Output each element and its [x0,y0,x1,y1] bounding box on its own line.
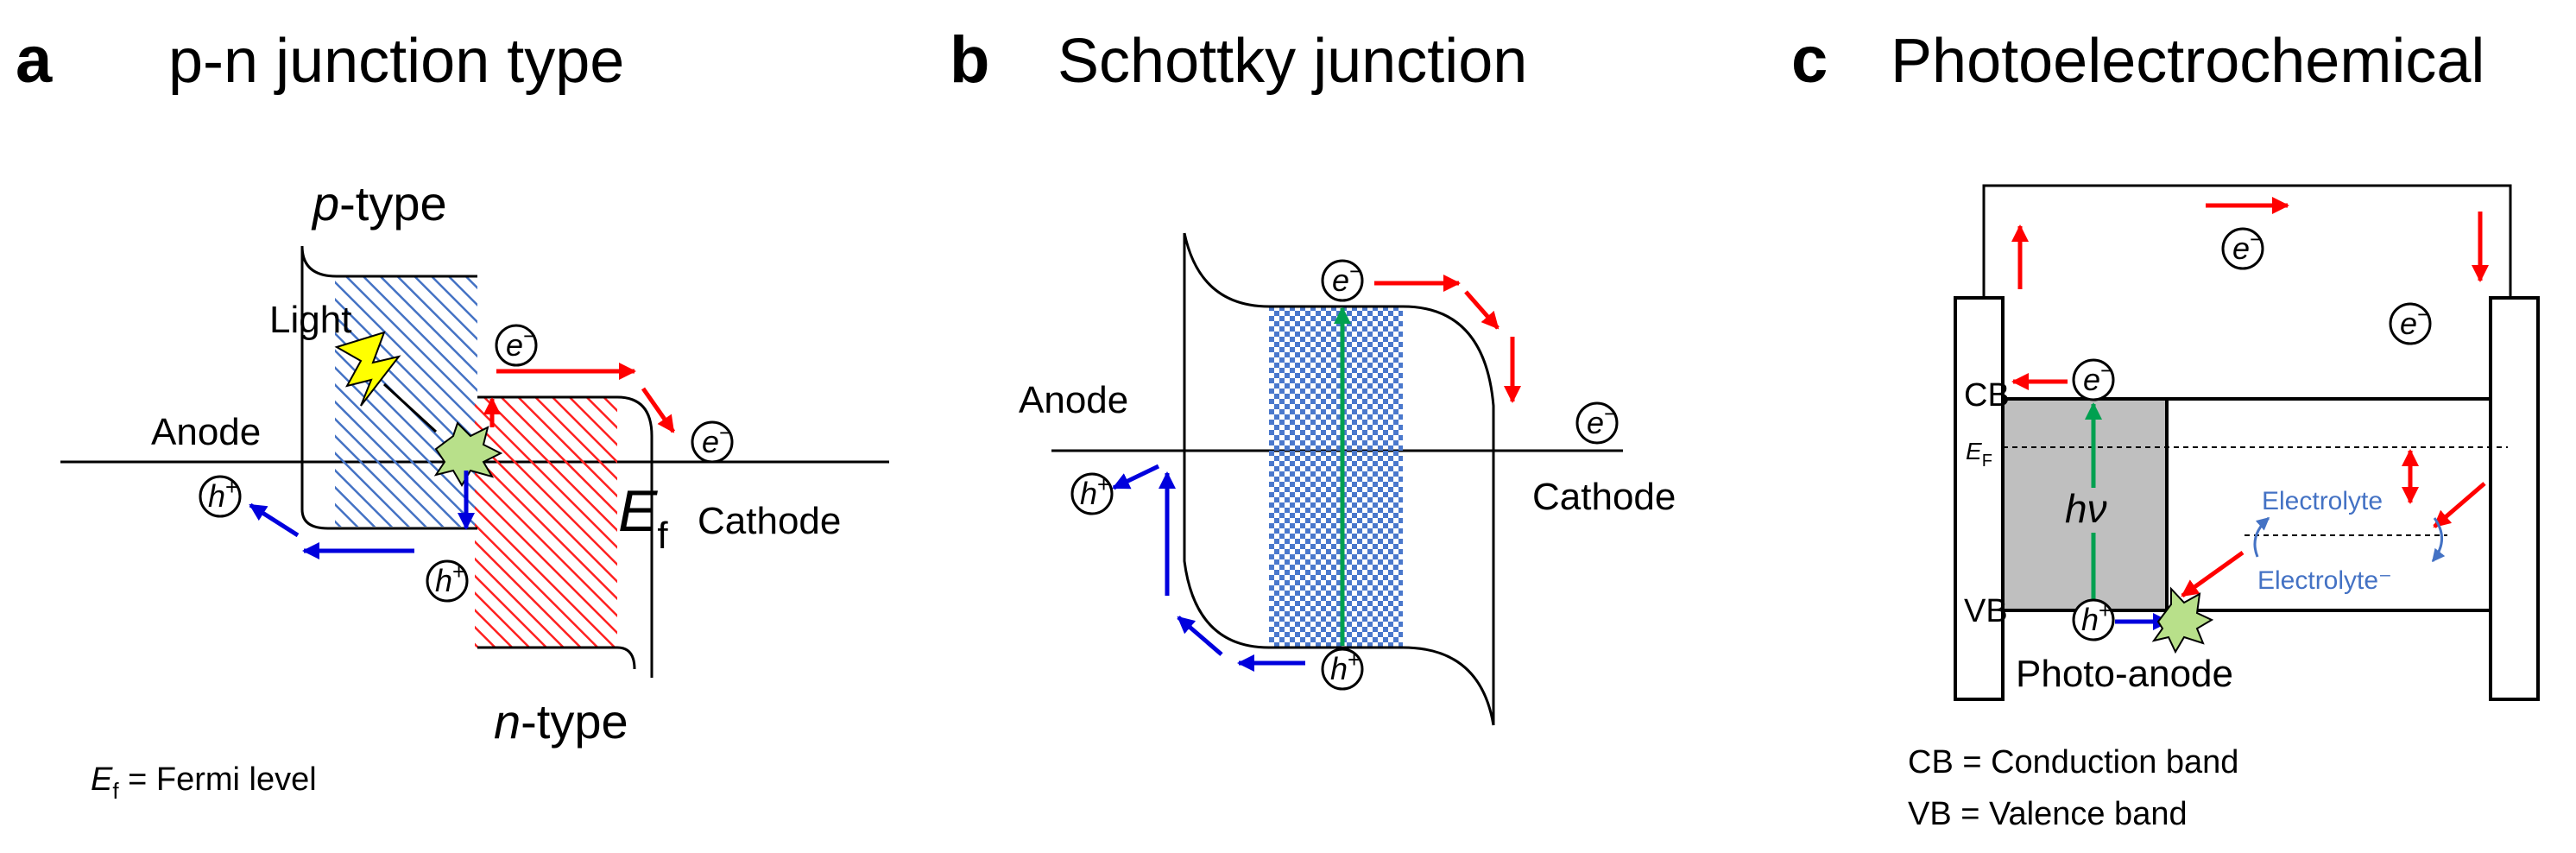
electrolyte-oxidation-arrow [2253,516,2270,558]
hole-symbol: h+ [2072,597,2115,641]
electron-symbol: e− [2072,357,2115,401]
svg-text:e−: e− [1332,258,1362,298]
panel-c-letter: c [1791,23,1828,97]
photo-anode-label: Photo-anode [2016,653,2233,695]
panel-b-letter: b [950,23,989,97]
n-band-top [477,395,653,678]
electrolyte-electron-arrow [2181,550,2245,598]
p-type-region [335,276,477,527]
spark-icon [433,421,503,487]
electron-symbol: e− [1321,258,1364,302]
hv-label: hν [2065,486,2107,531]
electron-arrow-to-electrolyte [2433,482,2486,528]
external-circuit-wire [1982,184,2512,298]
hole-arrow-diagonal [1177,616,1223,656]
electrolyte-label: Electrolyte [2262,487,2383,515]
svg-text:e−: e− [2083,357,2113,397]
vb-note: VB = Valence band [1908,796,2188,832]
n-type-region [475,397,617,648]
hole-symbol: h+ [1321,647,1364,691]
anode-label-a: Anode [151,411,261,453]
light-label: Light [269,299,351,341]
p-band-top [300,245,477,278]
panel-b: b Schottky junction e− e− h+ [950,23,1676,726]
cathode-electrode [2489,296,2540,701]
svg-text:e−: e− [506,323,536,363]
hole-symbol: h+ [1070,471,1114,515]
hole-arrow-up-left [249,502,300,538]
hole-symbol: h+ [426,559,469,603]
electron-symbol: e− [1575,401,1619,445]
schottky-valence-band [1183,233,1495,726]
panel-c: c Photoelectrochemical CB VB EF hν e− e− [1791,23,2540,832]
spark-icon [2151,586,2214,654]
svg-text:h+: h+ [208,474,238,514]
schottky-conduction-band [1183,232,1495,725]
hole-symbol: h+ [199,474,242,518]
anode-label-b: Anode [1019,379,1128,421]
svg-text:e−: e− [702,420,732,459]
panel-a: a p-n junction type p-type n-type Light … [16,23,889,804]
hv-label-bg [2059,488,2128,533]
semiconductor-region [1269,306,1403,648]
electron-arrow-down [641,387,676,433]
svg-text:h+: h+ [2081,597,2112,637]
electrolyte-reduction-arrow [2431,517,2446,563]
light-ray-line [382,382,438,433]
n-band-bottom [477,646,636,670]
svg-text:h+: h+ [1080,471,1110,511]
electron-symbol: e− [2389,301,2432,345]
vb-label: VB [1964,593,2008,629]
light-bolt-icon [334,331,401,407]
electron-arrow-diagonal [1464,290,1500,330]
cb-label: CB [1964,377,2010,414]
ef-label: EF [1966,438,1992,471]
panel-a-title: p-n junction type [168,27,624,96]
panel-b-title: Schottky junction [1058,27,1527,96]
cb-note: CB = Conduction band [1908,744,2238,780]
svg-text:h+: h+ [1330,647,1361,686]
svg-text:e−: e− [2232,226,2263,266]
electron-symbol: e− [691,420,734,464]
cathode-label-b: Cathode [1532,476,1676,518]
fermi-symbol: Ef [618,478,668,557]
p-band-bottom [300,246,477,530]
hole-arrow-to-anode [1112,464,1160,490]
anode-electrode [1954,296,2005,701]
electron-symbol: e− [495,323,538,367]
cathode-label-a: Cathode [698,500,841,542]
svg-text:e−: e− [1587,401,1617,440]
n-type-label: n-type [494,694,628,749]
svg-text:e−: e− [2400,301,2430,341]
electrolyte-minus-label: Electrolyte⁻ [2257,566,2392,595]
p-type-label: p-type [311,176,447,231]
fermi-level-note: Ef = Fermi level [91,761,317,804]
svg-text:h+: h+ [435,559,465,598]
panel-a-letter: a [16,23,53,97]
panel-c-title: Photoelectrochemical [1891,27,2484,96]
electron-symbol: e− [2221,226,2264,270]
